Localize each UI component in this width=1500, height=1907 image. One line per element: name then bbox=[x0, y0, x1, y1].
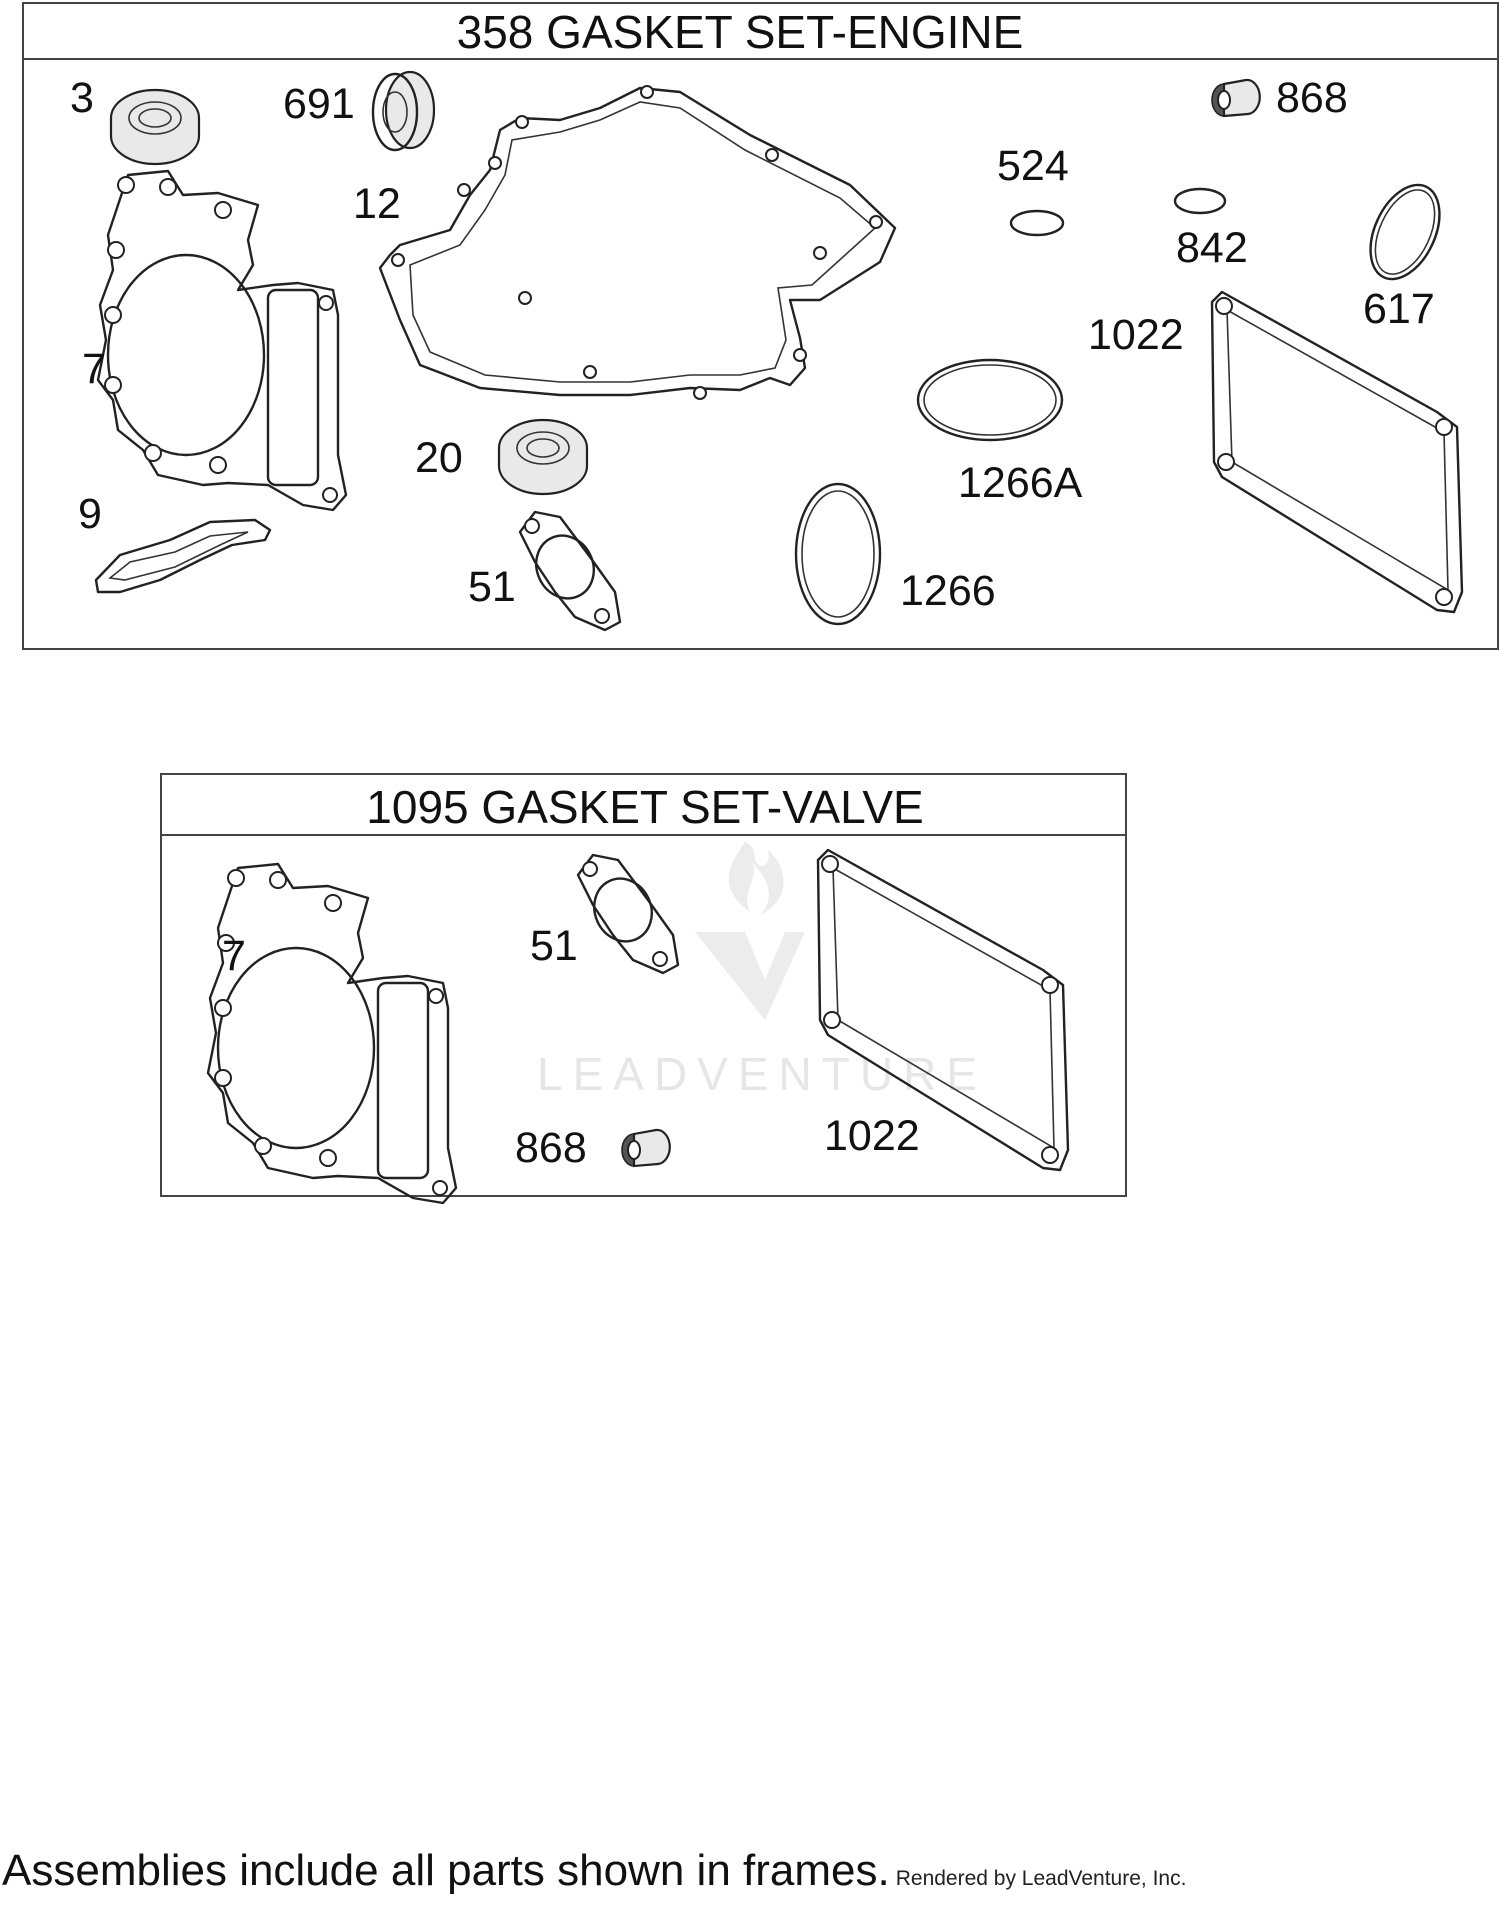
part-1022-cover-gasket bbox=[1210, 290, 1464, 614]
callout-51: 51 bbox=[530, 922, 578, 970]
part-868-valve-seal bbox=[620, 1128, 671, 1168]
part-3-oil-seal bbox=[109, 88, 201, 166]
part-9-gasket bbox=[94, 518, 272, 594]
callout-617: 617 bbox=[1363, 285, 1435, 333]
callout-842: 842 bbox=[1176, 224, 1248, 272]
part-7-head-gasket bbox=[206, 862, 458, 1205]
leadventure-watermark: LEADVENTURE bbox=[537, 842, 987, 1100]
part-51-intake-gasket bbox=[518, 510, 622, 632]
callout-9: 9 bbox=[78, 490, 102, 538]
valve-gasket-set-title: 1095 GASKET SET-VALVE bbox=[366, 781, 923, 833]
part-1266A-o-ring bbox=[916, 358, 1064, 442]
part-842-o-ring bbox=[1173, 187, 1227, 215]
part-51-intake-gasket bbox=[576, 853, 680, 975]
part-12-crankcase-gasket bbox=[378, 85, 897, 400]
callout-51: 51 bbox=[468, 563, 516, 611]
assemblies-note: Assemblies include all parts shown in fr… bbox=[2, 1846, 890, 1895]
footer: Assemblies include all parts shown in fr… bbox=[2, 1846, 1186, 1896]
callout-1022: 1022 bbox=[824, 1112, 920, 1160]
callout-691: 691 bbox=[283, 80, 355, 128]
callout-868: 868 bbox=[1276, 74, 1348, 122]
engine-gasket-set-frame: 358 GASKET SET-ENGINE bbox=[22, 2, 1499, 650]
callout-524: 524 bbox=[997, 142, 1069, 190]
callout-7: 7 bbox=[222, 932, 246, 980]
callout-7: 7 bbox=[82, 345, 106, 393]
part-20-oil-seal bbox=[497, 418, 589, 496]
callout-868: 868 bbox=[515, 1124, 587, 1172]
rendered-by-credit: Rendered by LeadVenture, Inc. bbox=[895, 1867, 1187, 1890]
callout-3: 3 bbox=[70, 74, 94, 122]
callout-1022: 1022 bbox=[1088, 311, 1184, 359]
part-1266-o-ring bbox=[794, 482, 882, 626]
part-617-o-ring bbox=[1369, 183, 1441, 281]
part-691-seal bbox=[371, 70, 436, 152]
part-7-head-gasket bbox=[96, 169, 348, 512]
callout-1266A: 1266A bbox=[958, 459, 1083, 507]
part-524-o-ring bbox=[1009, 209, 1065, 237]
valve-gasket-set-frame: 1095 GASKET SET-VALVE 7 51 868 1022 bbox=[160, 773, 1127, 1205]
watermark-text: LEADVENTURE bbox=[537, 1048, 987, 1100]
callout-20: 20 bbox=[415, 434, 463, 482]
callout-1266: 1266 bbox=[900, 567, 996, 615]
engine-gasket-set-title: 358 GASKET SET-ENGINE bbox=[457, 6, 1024, 58]
callout-12: 12 bbox=[353, 180, 401, 228]
part-868-valve-seal bbox=[1210, 78, 1261, 118]
